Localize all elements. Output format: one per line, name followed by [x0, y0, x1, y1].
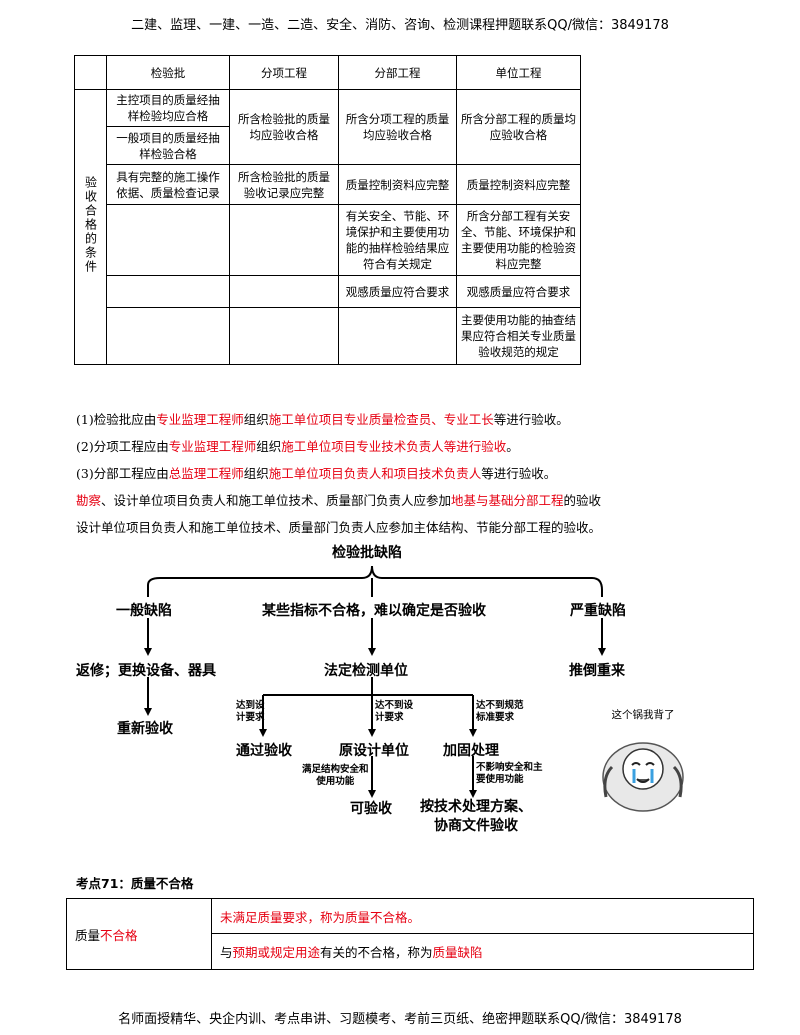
- cell-r2-unit: 质量控制资料应完整: [456, 164, 581, 205]
- p3-text-b: 总监理工程师: [168, 466, 244, 481]
- p4-text-a: 勘察: [76, 493, 102, 508]
- node-demolish: 推倒重来: [569, 663, 625, 679]
- node-general: 一般缺陷: [116, 603, 172, 619]
- cell-r3-unit: 所含分部工程有关安全、节能、环境保护和主要使用功能的检验资料应完整: [456, 204, 581, 276]
- brace-line: [147, 565, 603, 597]
- cell-r3-subdivision: 有关安全、节能、环境保护和主要使用功能的抽样检验结果应符合有关规定: [338, 204, 457, 276]
- node-acceptable: 可验收: [350, 801, 392, 817]
- label-meet-design: 达到设 计要求: [236, 700, 265, 723]
- r2-text-c: 有关的不合格，称为: [320, 945, 433, 960]
- cell-r3-subitem-empty: [229, 204, 339, 276]
- header-subdivision: 分部工程: [338, 55, 457, 90]
- p3-text-c: 组织: [243, 466, 269, 481]
- r2-text-a: 与: [220, 945, 233, 960]
- p4-text-d: 的验收: [563, 493, 602, 508]
- para-3: (3)分部工程应由总监理工程师组织施工单位项目负责人和项目技术负责人等进行验收。: [76, 463, 556, 482]
- definition-nonconformity: 未满足质量要求，称为质量不合格。: [211, 898, 754, 934]
- para-2: (2)分项工程应由专业监理工程师组织施工单位项目专业技术负责人等进行验收。: [76, 436, 519, 455]
- node-institute: 法定检测单位: [324, 663, 408, 679]
- node-reinforce: 加固处理: [443, 743, 499, 759]
- p1-text-e: 等进行验收。: [493, 412, 569, 427]
- side-label: 验收合格的条件: [83, 176, 98, 274]
- label-not-meet-standard: 达不到规范 标准要求: [476, 700, 524, 723]
- cell-r2-subitem: 所含检验批的质量验收记录应完整: [229, 164, 339, 205]
- cell-main-control: 主控项目的质量经抽样检验均应合格: [106, 89, 230, 127]
- cell-general-items: 一般项目的质量经抽样检验合格: [106, 126, 230, 165]
- p1-text-d: 施工单位项目专业质量检查员、专业工长: [268, 412, 494, 427]
- para-5: 设计单位项目负责人和施工单位技术、质量部门负责人应参加主体结构、节能分部工程的验…: [76, 520, 602, 535]
- node-rework: 返修；更换设备、器具: [76, 663, 216, 679]
- node-orig-design: 原设计单位: [339, 743, 409, 759]
- row-label-a: 质量: [75, 927, 101, 943]
- p1-text-b: 专业监理工程师: [156, 412, 244, 427]
- p4-text-b: 、设计单位项目负责人和施工单位技术、质量部门负责人应参加: [101, 493, 452, 508]
- r2-text-d: 质量缺陷: [432, 945, 483, 960]
- p3-text-e: 等进行验收。: [481, 466, 557, 481]
- p2-text-c: 组织: [256, 439, 282, 454]
- cell-r3-lot-empty: [106, 204, 230, 276]
- definition-defect: 与预期或规定用途有关的不合格，称为质量缺陷: [211, 933, 754, 970]
- p3-text-d: 施工单位项目负责人和项目技术负责人: [268, 466, 482, 481]
- meme-face-icon: [602, 742, 684, 812]
- node-serious: 严重缺陷: [570, 603, 626, 619]
- row-label-b: 不合格: [100, 927, 138, 943]
- p1-text-a: (1)检验批应由: [76, 412, 157, 427]
- meme-caption: 这个锅我背了: [611, 709, 675, 721]
- p4-text-c: 地基与基础分部工程: [451, 493, 564, 508]
- cell-r1-subitem: 所含检验批的质量均应验收合格: [229, 89, 339, 165]
- r2-text-b: 预期或规定用途: [232, 945, 321, 960]
- p2-text-b: 专业监理工程师: [168, 439, 257, 454]
- page-header: 二建、监理、一建、一造、二造、安全、消防、咨询、检测课程押题联系QQ/微信：38…: [131, 18, 669, 33]
- p2-text-a: (2)分项工程应由: [76, 439, 169, 454]
- cell-r2-lot: 具有完整的施工操作依据、质量检查记录: [106, 164, 230, 205]
- node-tech-plan: 按技术处理方案、 协商文件验收: [420, 799, 532, 834]
- p2-text-e: 。: [506, 439, 519, 454]
- node-pass: 通过验收: [236, 743, 292, 759]
- node-reaccept: 重新验收: [117, 721, 173, 737]
- cell-r5-lot-empty: [106, 307, 230, 365]
- node-root: 检验批缺陷: [332, 545, 402, 561]
- p3-text-a: (3)分部工程应由: [76, 466, 169, 481]
- cell-r2-subdivision: 质量控制资料应完整: [338, 164, 457, 205]
- acceptance-conditions-table: 检验批 分项工程 分部工程 单位工程 验收合格的条件 主控项目的质量经抽样检验均…: [74, 55, 581, 365]
- label-satisfy: 满足结构安全和 使用功能: [302, 764, 369, 787]
- quality-nonconformity-table: 质量不合格 未满足质量要求，称为质量不合格。 与预期或规定用途有关的不合格，称为…: [66, 898, 754, 970]
- p2-text-d: 施工单位项目专业技术负责人等进行验收: [281, 439, 507, 454]
- label-no-affect: 不影响安全和主 要使用功能: [476, 762, 543, 785]
- label-not-meet-design: 达不到设 计要求: [375, 700, 414, 723]
- cell-r5-subitem-empty: [229, 307, 339, 365]
- row-label-cell: 质量不合格: [66, 898, 212, 970]
- node-mid: 某些指标不合格，难以确定是否验收: [262, 603, 486, 619]
- cell-r5-unit: 主要使用功能的抽查结果应符合相关专业质量验收规范的规定: [456, 307, 581, 365]
- header-unit: 单位工程: [456, 55, 581, 90]
- para-4: 勘察、设计单位项目负责人和施工单位技术、质量部门负责人应参加地基与基础分部工程的…: [76, 490, 601, 509]
- p1-text-c: 组织: [243, 412, 269, 427]
- para-1: (1)检验批应由专业监理工程师组织施工单位项目专业质量检查员、专业工长等进行验收…: [76, 409, 569, 428]
- meme-image: 这个锅我背了: [592, 697, 694, 815]
- header-inspection-lot: 检验批: [106, 55, 230, 90]
- cell-r1-subdivision: 所含分项工程的质量均应验收合格: [338, 89, 457, 165]
- page-footer: 名师面授精华、央企内训、考点串讲、习题模考、考前三页纸、绝密押题联系QQ/微信：…: [118, 1012, 682, 1027]
- cell-r5-subdivision-empty: [338, 307, 457, 365]
- section-title: 考点71：质量不合格: [76, 876, 194, 891]
- cell-r1-unit: 所含分部工程的质量均应验收合格: [456, 89, 581, 165]
